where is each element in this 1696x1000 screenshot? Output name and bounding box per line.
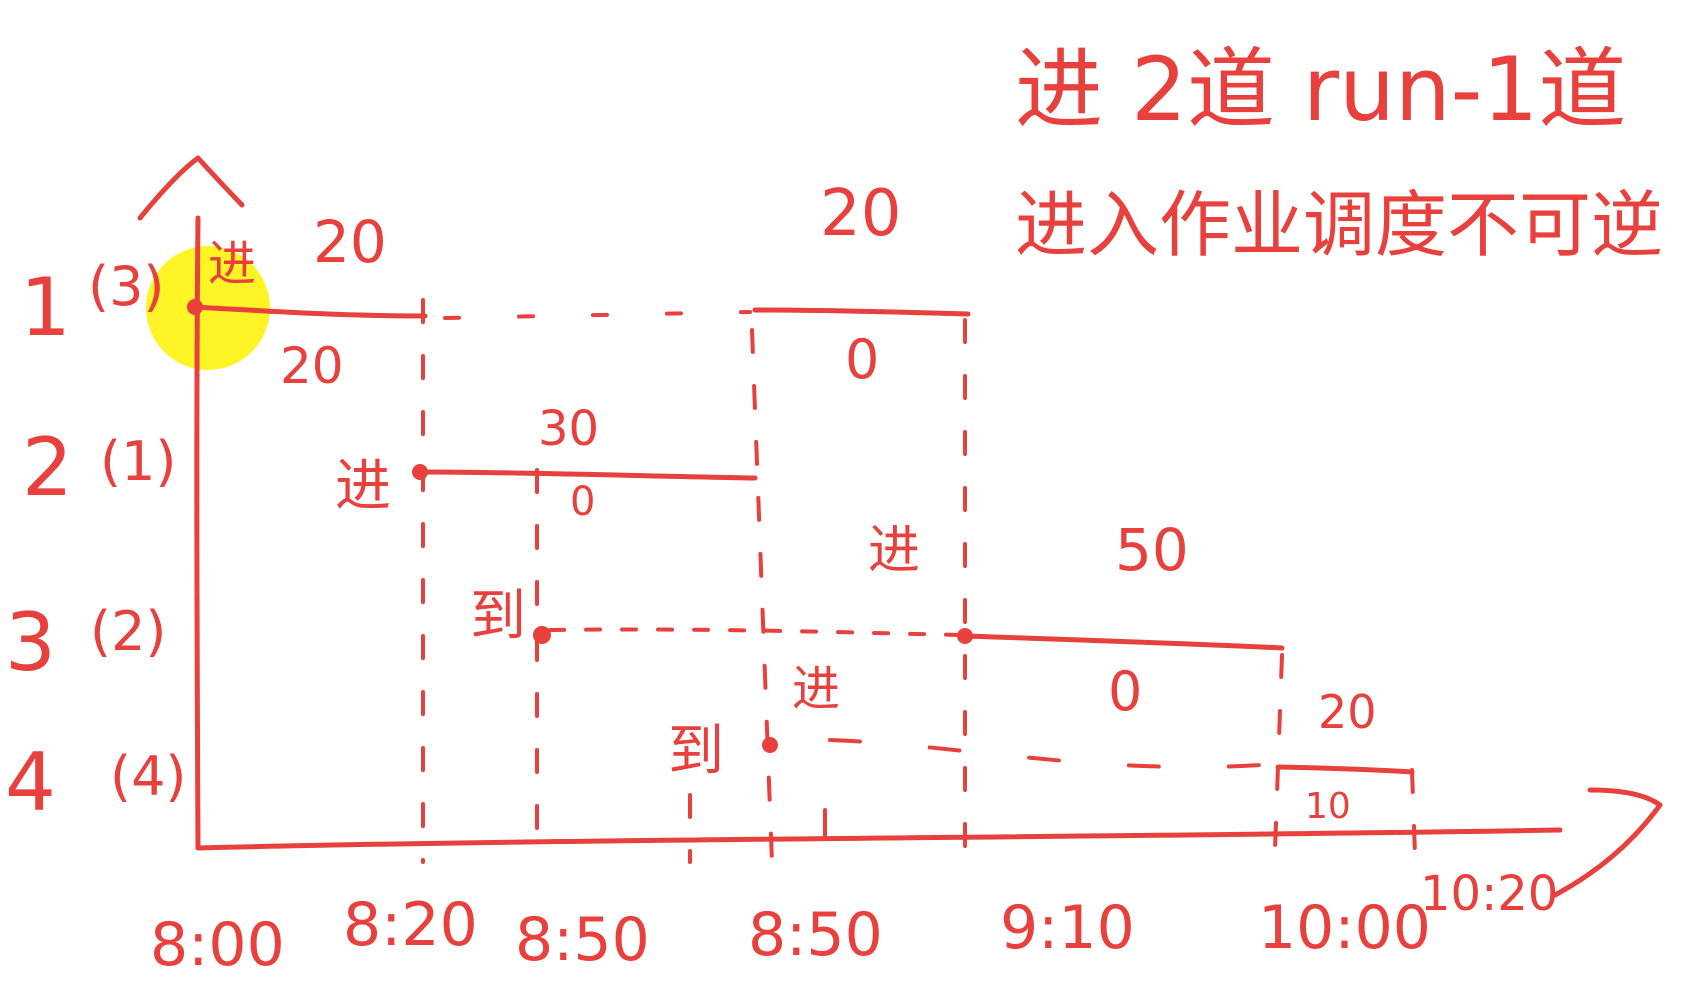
- job-4-bar: [1275, 764, 1415, 775]
- job-2-bar-bottom: 0: [570, 479, 595, 525]
- job-3-priority: (2): [90, 600, 167, 663]
- time-label-2: 8:50: [515, 905, 650, 975]
- job-4-id: 4: [5, 736, 56, 829]
- job-2-bar: [417, 469, 758, 481]
- header-line-2: 进入作业调度不可逆: [1015, 183, 1663, 267]
- row-label-job-1: 1 (3): [20, 255, 165, 354]
- job-2-enter-mark: 进: [335, 454, 391, 519]
- job-3-arrive-mark: 到: [470, 584, 526, 649]
- row-label-job-4: 4 (4): [5, 736, 187, 829]
- job-3-id: 3: [5, 596, 56, 689]
- job-1-enter-mark: 进: [208, 236, 256, 292]
- time-label-0: 8:00: [150, 910, 285, 980]
- guide-10-00: [1273, 653, 1284, 852]
- job-4-arrive-mark: 到: [668, 719, 724, 784]
- job-3-enter-mark: 进: [868, 521, 920, 581]
- job-4-bar-bottom: 10: [1305, 786, 1351, 827]
- job-1-id: 1: [20, 261, 71, 354]
- x-axis: [195, 827, 1563, 851]
- job-4-wait: [828, 738, 1262, 770]
- job-4-enter-mark: 进: [792, 661, 840, 717]
- y-axis-arrow: [137, 155, 245, 221]
- time-label-5: 10:00: [1258, 893, 1431, 963]
- guide-8-50: [750, 328, 774, 864]
- job-1-bar-2: [752, 307, 971, 317]
- job-3-arrival-dot: [533, 626, 551, 644]
- job-3-wait: [548, 627, 962, 637]
- job-1-bar-1: [192, 304, 428, 319]
- time-label-6: 10:20: [1420, 866, 1558, 922]
- job-1-bar-2-bottom: 0: [845, 328, 879, 391]
- job-2-id: 2: [22, 421, 73, 514]
- time-label-4: 9:10: [1000, 893, 1135, 963]
- row-label-job-2: 2 (1): [22, 421, 177, 514]
- job-2-priority: (1): [100, 430, 177, 493]
- time-label-1: 8:20: [343, 890, 478, 960]
- job-1-bar-2-top: 20: [820, 177, 901, 251]
- job-1-bar-1-bottom: 20: [280, 337, 344, 395]
- row-label-job-3: 3 (2): [5, 596, 167, 689]
- job-4-arrival-dot: [762, 737, 778, 753]
- header-line-1: 进 2道 run-1道: [1015, 38, 1626, 141]
- x-axis-arrow: [1552, 787, 1663, 898]
- guide-10-20: [1410, 768, 1417, 857]
- job-3-bar-top: 50: [1115, 516, 1189, 584]
- job-1-bar-1-top: 20: [313, 208, 387, 276]
- time-label-3: 8:50: [748, 900, 883, 970]
- job-1-priority: (3): [88, 255, 165, 318]
- job-4-priority: (4): [110, 745, 187, 808]
- job-3-bar-bottom: 0: [1108, 660, 1142, 723]
- job-3-bar: [962, 633, 1285, 651]
- job-2-bar-top: 30: [538, 401, 599, 457]
- job-4-bar-top: 20: [1318, 685, 1377, 739]
- job-1-wait-dots: [443, 310, 752, 320]
